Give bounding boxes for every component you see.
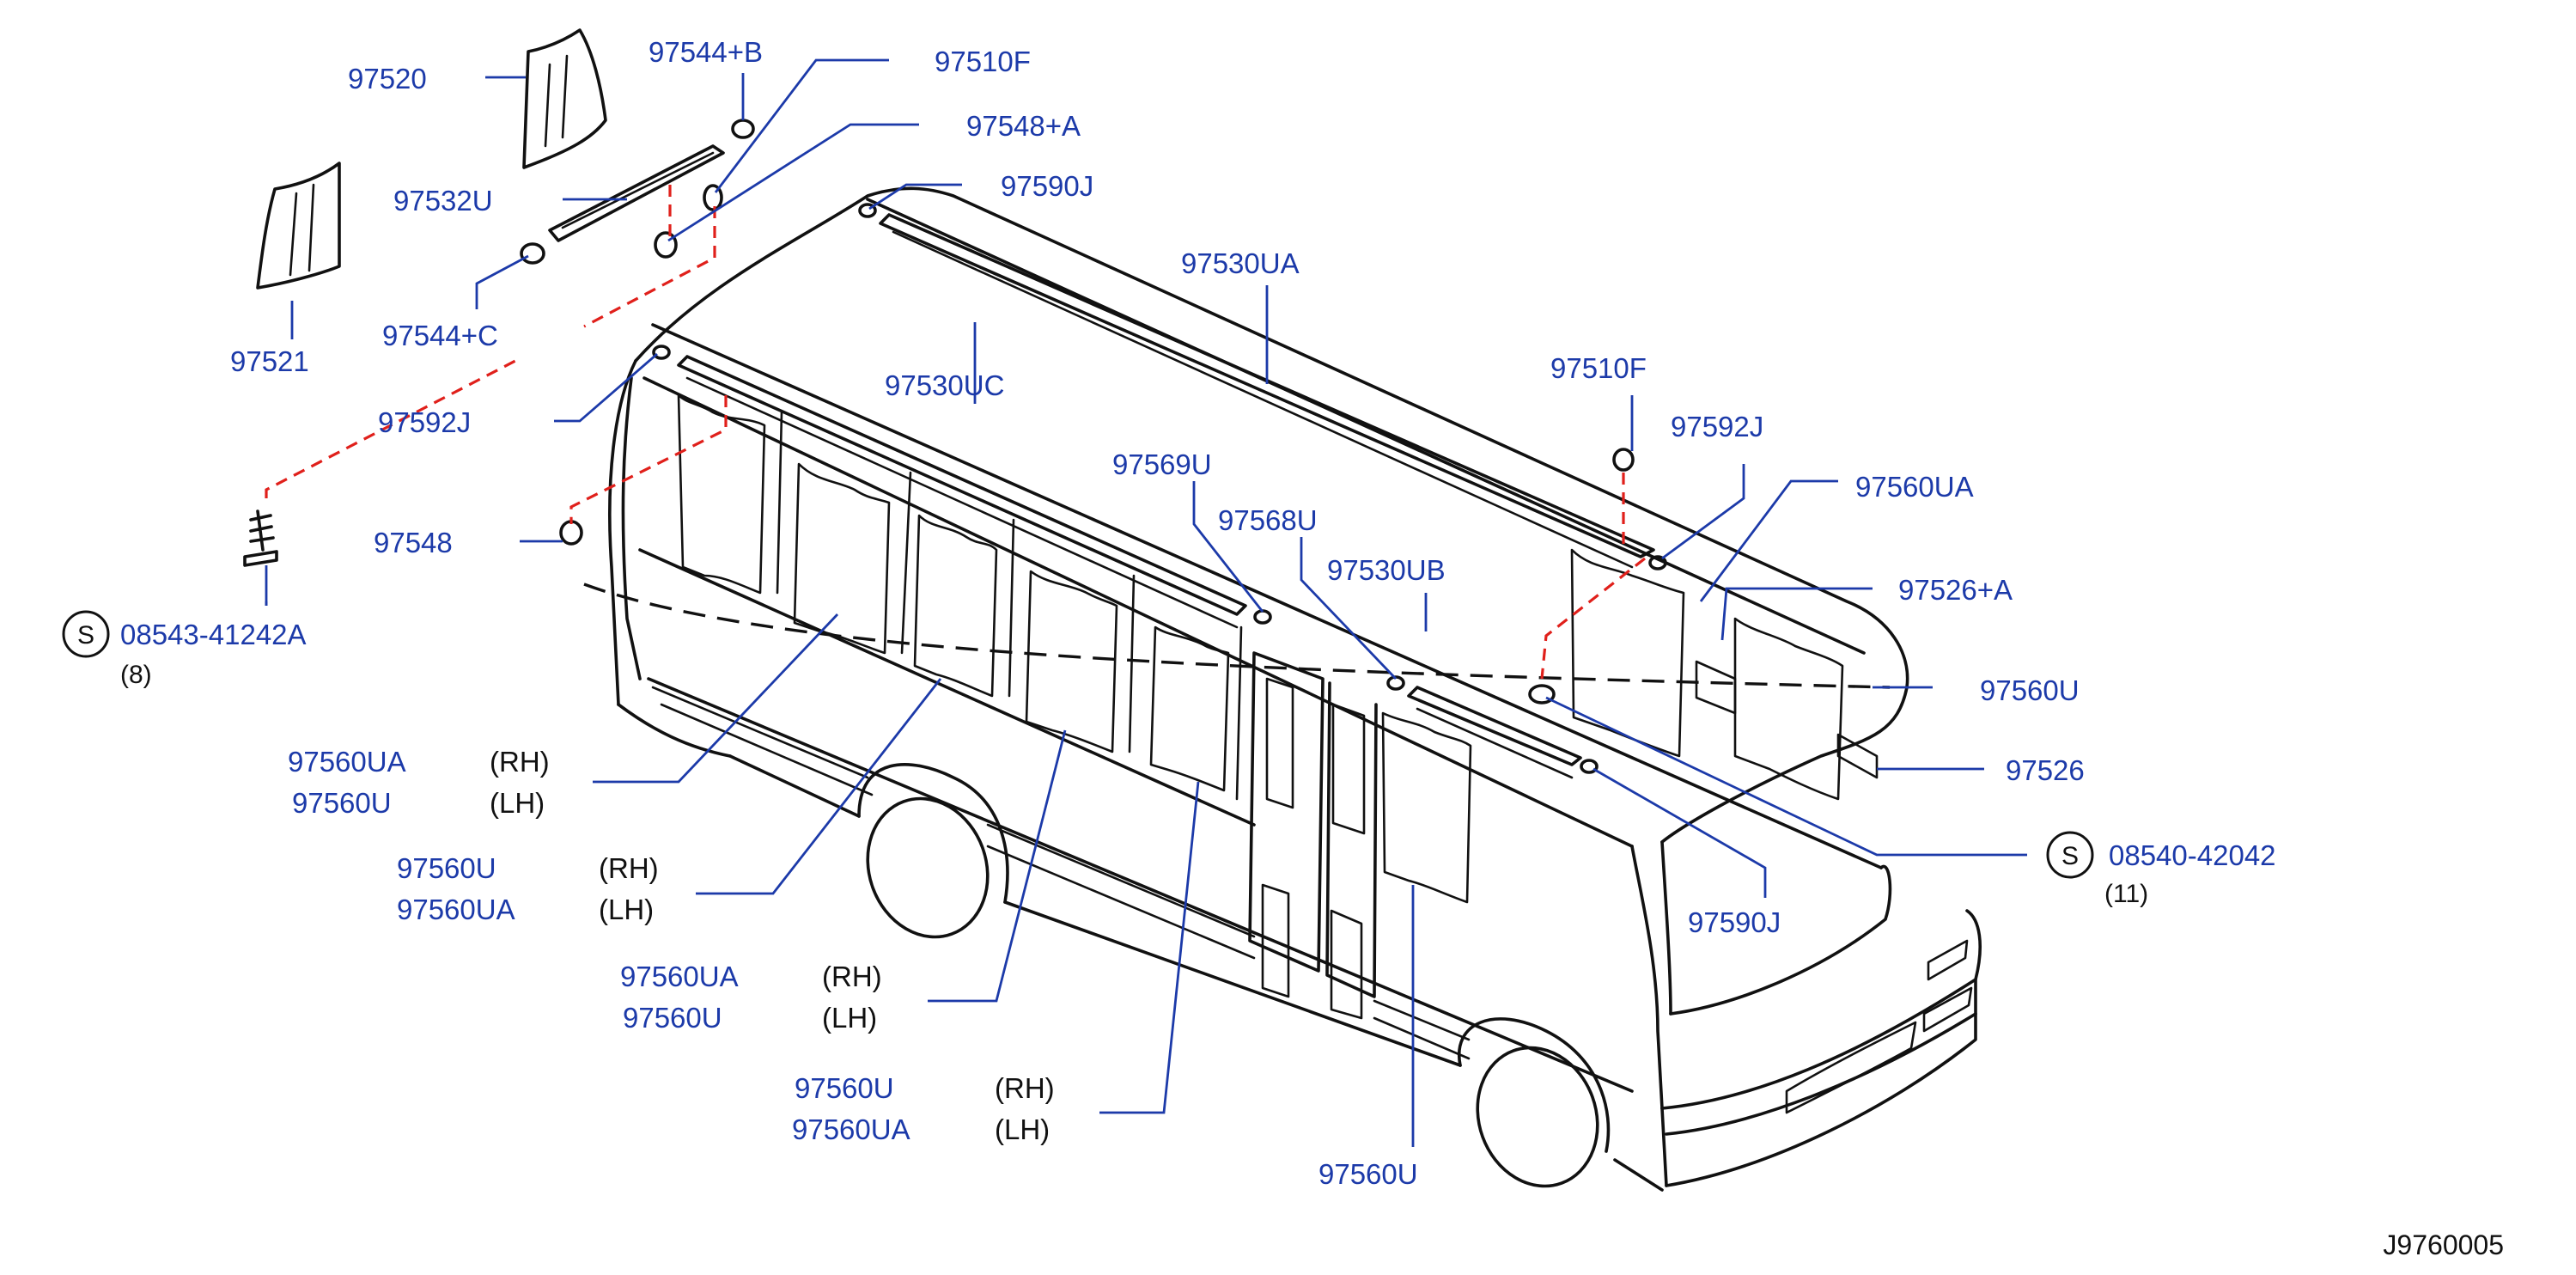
group2-rh-part: 97560U bbox=[397, 852, 496, 884]
callout-97560u-right: 97560U bbox=[1980, 674, 2080, 706]
group4-lh-label: (LH) bbox=[995, 1113, 1050, 1145]
group1-rh-part: 97560UA bbox=[288, 746, 406, 778]
group1-lh-label: (LH) bbox=[490, 787, 545, 819]
callout-97548a: 97548+A bbox=[966, 110, 1081, 142]
callout-97521: 97521 bbox=[230, 345, 309, 377]
group1-rh-label: (RH) bbox=[490, 746, 550, 778]
part-97520-shape bbox=[522, 28, 607, 169]
callout-labels: 97520 97521 97544+B 97510F 97548+A 97532… bbox=[230, 36, 2085, 1190]
diagram-reference: J9760005 bbox=[2383, 1229, 2504, 1260]
dashed-guides bbox=[265, 185, 1646, 680]
group4-lh-part: 97560UA bbox=[792, 1113, 910, 1145]
callout-97592j-left: 97592J bbox=[378, 406, 471, 438]
screw-left-qty: (8) bbox=[120, 661, 152, 689]
leader-lines bbox=[265, 58, 2027, 1147]
callout-97568u: 97568U bbox=[1218, 504, 1318, 536]
callout-97520: 97520 bbox=[348, 63, 427, 95]
part-97521-shape bbox=[256, 162, 341, 290]
group4-rh-label: (RH) bbox=[995, 1072, 1055, 1104]
callout-97590j-top: 97590J bbox=[1001, 170, 1093, 202]
group3-rh-part: 97560UA bbox=[620, 961, 739, 992]
side-group-4: 97560U (RH) 97560UA (LH) bbox=[792, 1072, 1055, 1145]
callout-97560u-bottom: 97560U bbox=[1318, 1158, 1418, 1190]
side-group-1: 97560UA (RH) 97560U (LH) bbox=[288, 746, 550, 819]
loose-parts bbox=[243, 28, 1879, 779]
group2-lh-label: (LH) bbox=[599, 894, 654, 925]
group2-lh-part: 97560UA bbox=[397, 894, 515, 925]
group4-rh-part: 97560U bbox=[795, 1072, 894, 1104]
screw-left-symbol: S bbox=[77, 621, 94, 650]
callout-97510f-right: 97510F bbox=[1550, 352, 1647, 384]
screw-callout-left: S 08543-41242A (8) bbox=[62, 610, 307, 689]
side-group-3: 97560UA (RH) 97560U (LH) bbox=[620, 961, 882, 1034]
group3-lh-label: (LH) bbox=[822, 1002, 877, 1034]
group1-lh-part: 97560U bbox=[292, 787, 392, 819]
screw-left-number: 08543-41242A bbox=[120, 619, 307, 650]
group3-lh-part: 97560U bbox=[623, 1002, 722, 1034]
callout-97530ub: 97530UB bbox=[1327, 554, 1446, 586]
callout-97590j-bottom: 97590J bbox=[1688, 906, 1781, 938]
bus-body-drawing bbox=[583, 186, 1982, 1192]
part-97532u-shape bbox=[548, 144, 725, 242]
screw-callout-right: S 08540-42042 (11) bbox=[2046, 831, 2276, 908]
side-group-2: 97560U (RH) 97560UA (LH) bbox=[397, 852, 659, 925]
callout-97548: 97548 bbox=[374, 527, 453, 558]
callout-97532u: 97532U bbox=[393, 185, 493, 217]
callout-97544b: 97544+B bbox=[649, 36, 763, 68]
screw-right-number: 08540-42042 bbox=[2109, 839, 2276, 871]
screw-right-qty: (11) bbox=[2104, 880, 2148, 908]
callout-97569u: 97569U bbox=[1112, 448, 1212, 480]
group2-rh-label: (RH) bbox=[599, 852, 659, 884]
screw-right-symbol: S bbox=[2061, 842, 2079, 870]
callout-97530ua: 97530UA bbox=[1181, 247, 1300, 279]
callout-97526: 97526 bbox=[2006, 754, 2085, 786]
screw-left-shape bbox=[243, 509, 278, 567]
callout-97592j-right: 97592J bbox=[1671, 411, 1763, 442]
callout-97530uc: 97530UC bbox=[885, 369, 1004, 401]
callout-97544c: 97544+C bbox=[382, 320, 498, 351]
callout-97510f-top: 97510F bbox=[935, 46, 1031, 77]
callout-97526a: 97526+A bbox=[1898, 574, 2013, 606]
group3-rh-label: (RH) bbox=[822, 961, 882, 992]
callout-97560ua-top: 97560UA bbox=[1855, 471, 1974, 503]
